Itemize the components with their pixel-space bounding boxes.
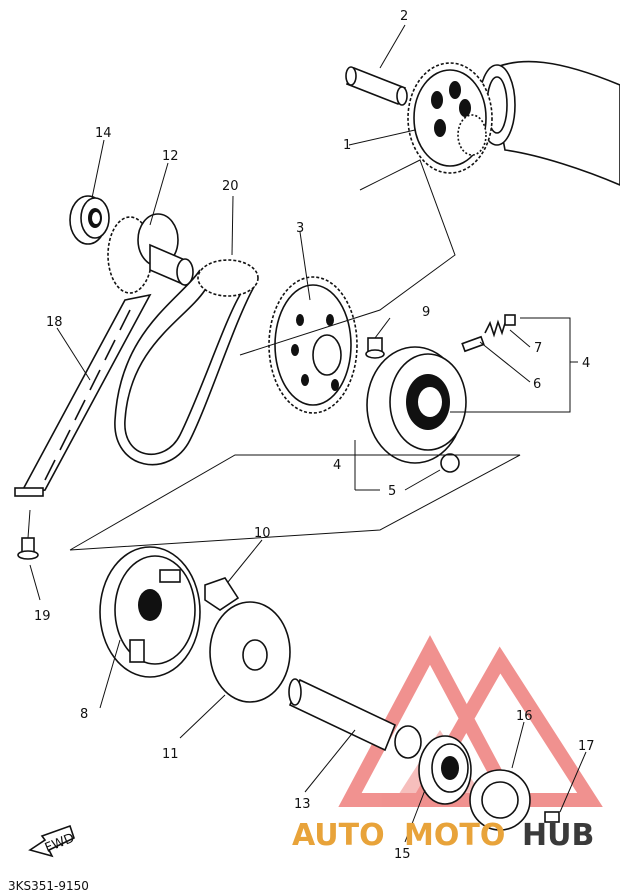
callout-19: 19 (34, 609, 51, 624)
leader-lines (27, 24, 587, 843)
callout-7: 7 (534, 341, 542, 356)
part-3-large-gear (268, 276, 358, 414)
part-11-plate (209, 601, 291, 703)
part-10-weight (204, 577, 240, 611)
part-16-plate (469, 769, 531, 831)
part-1-starter-gear (407, 62, 493, 174)
watermark-wordmark: AUTO MOTO HUB (292, 818, 594, 853)
callout-3: 3 (296, 221, 304, 236)
part-19-bolt (17, 537, 39, 560)
fwd-arrow: FWD (28, 824, 77, 858)
callout-11: 11 (162, 747, 179, 762)
callout-4b: 4 (333, 458, 341, 473)
part-17-screw (544, 811, 560, 823)
part-20-chain (114, 259, 259, 466)
callout-13: 13 (294, 797, 311, 812)
callout-14: 14 (95, 126, 112, 141)
callout-1: 1 (343, 138, 351, 153)
part-8-sheave (99, 546, 201, 678)
part-14-bearing (69, 195, 110, 245)
grouping-frames (69, 159, 571, 551)
part-6-7-pin-spring (461, 314, 516, 353)
part-9-bolt (365, 337, 385, 359)
callout-8: 8 (80, 707, 88, 722)
watermark-word-2: MOTO (404, 818, 505, 853)
callout-4a: 4 (582, 356, 590, 371)
watermark-word-1: AUTO (292, 818, 385, 853)
callout-15: 15 (394, 847, 411, 862)
part-18-chain-guide (14, 293, 152, 497)
part-13-shaft (288, 678, 422, 759)
callout-6: 6 (533, 377, 541, 392)
part-5-roller (440, 453, 460, 473)
callout-17: 17 (578, 739, 595, 754)
part-4-clutch (366, 346, 467, 464)
callout-12: 12 (162, 149, 179, 164)
callout-5: 5 (388, 484, 396, 499)
callout-9: 9 (422, 305, 430, 320)
callout-2: 2 (400, 9, 408, 24)
callout-16: 16 (516, 709, 533, 724)
drawing-code: 3KS351-9150 (8, 879, 89, 893)
callout-18: 18 (46, 315, 63, 330)
callout-10: 10 (254, 526, 271, 541)
watermark-word-3: HUB (522, 818, 594, 853)
part-2-shaft (345, 66, 408, 106)
part-12-gear-shaft (107, 213, 194, 294)
part-15-bearing (418, 735, 472, 805)
engine-case (478, 60, 620, 186)
callout-20: 20 (222, 179, 239, 194)
